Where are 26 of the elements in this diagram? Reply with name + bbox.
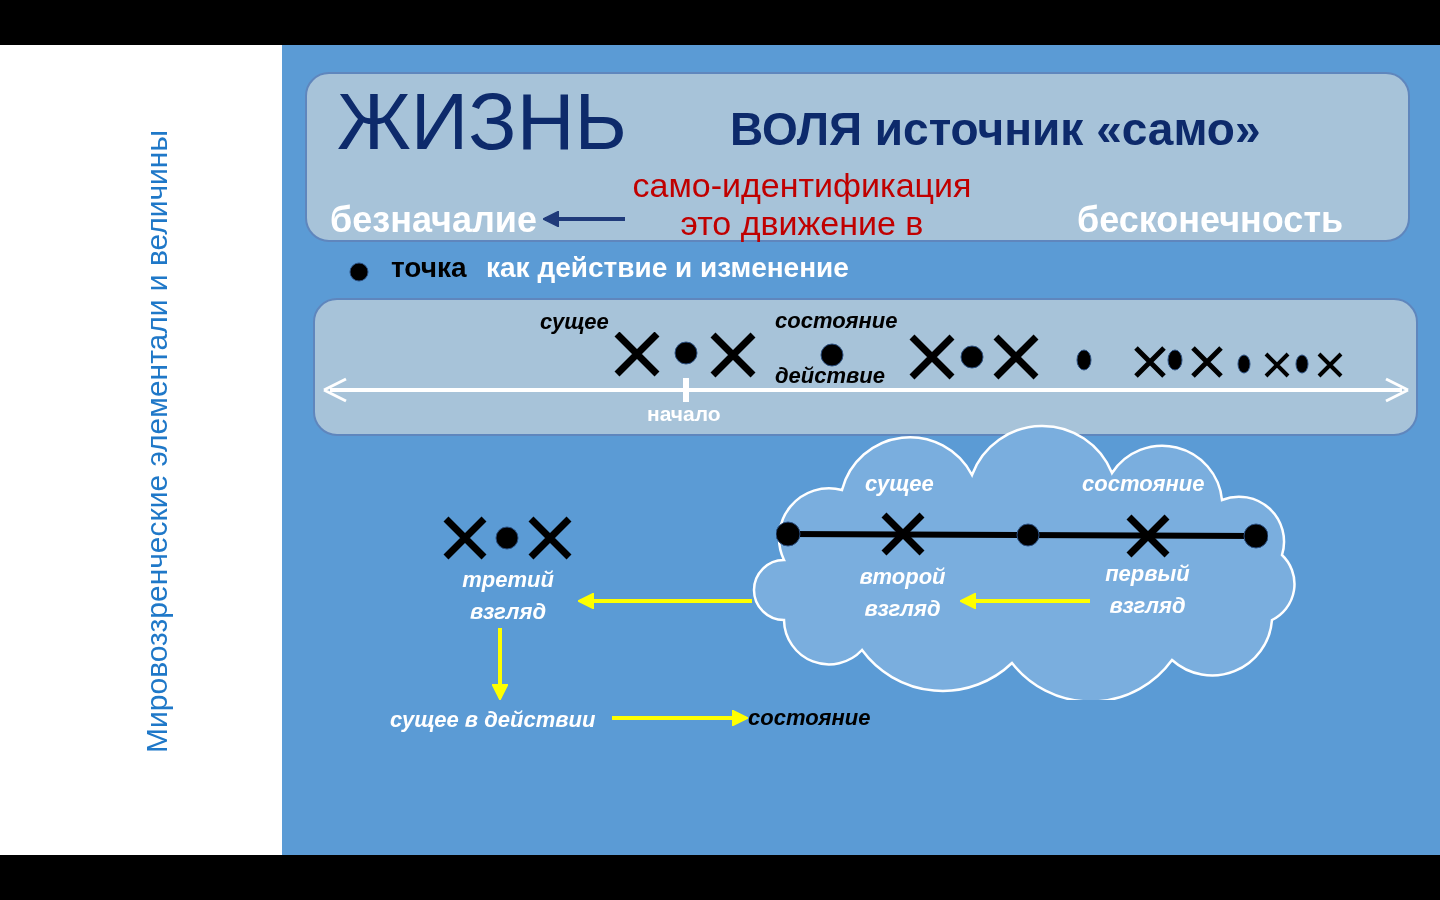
view-label: второй взгляд <box>858 563 947 624</box>
title-text: ЖИЗНЬ <box>337 82 627 162</box>
text-label: бесконечность <box>1077 200 1345 240</box>
view-label: первый взгляд <box>1104 560 1191 621</box>
view-label: третий взгляд <box>461 566 555 627</box>
subtitle-text: ВОЛЯ источник «само» <box>730 104 1261 155</box>
text-label: состояние <box>748 705 872 730</box>
axis-label: начало <box>647 402 721 426</box>
statement-text: само-идентификация это движение в <box>631 165 973 242</box>
term-label: действие <box>775 364 886 389</box>
arrow <box>491 628 509 701</box>
arrow <box>542 210 625 228</box>
arrow <box>959 592 1090 610</box>
text-label: безначалие <box>330 200 538 240</box>
arrow <box>577 592 752 610</box>
term-label: сущее <box>540 310 609 335</box>
vertical-caption: Мировоззренческие элементали и величины <box>139 130 174 753</box>
keyword-text: точка <box>391 253 467 284</box>
term-label: состояние <box>1082 472 1205 497</box>
number-line-panel <box>313 298 1418 436</box>
title-panel <box>305 72 1410 242</box>
arrow <box>612 709 749 727</box>
term-label: сущее <box>865 472 934 497</box>
caption-text: как действие и изменение <box>486 253 849 284</box>
text-label: сущее в действии <box>390 707 597 732</box>
term-label: состояние <box>775 309 898 334</box>
